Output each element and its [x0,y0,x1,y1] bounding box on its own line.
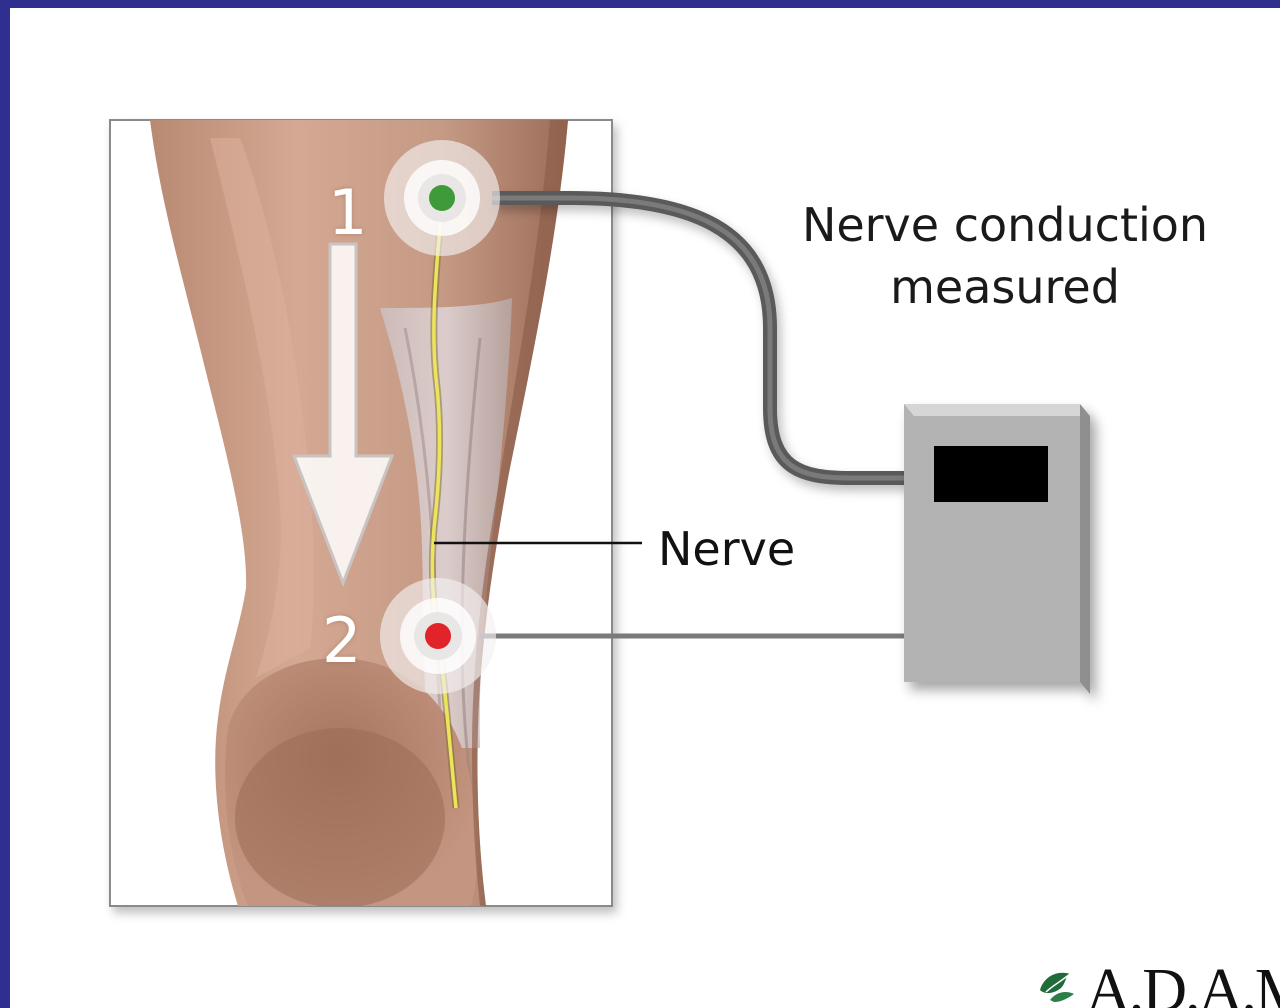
nerve-label: Nerve [658,520,795,578]
device-screen [934,446,1048,502]
electrode-dot-green [429,185,455,211]
caption-line-1: Nerve conduction [795,196,1215,254]
nerve-conduction-illustration [10,8,1280,1008]
electrode-2 [380,578,496,694]
point-label-1: 1 [328,178,367,248]
caption-line-2: measured [795,258,1215,316]
adam-logo: A.D.A.M. [1038,956,1280,1008]
electrode-dot-red [425,623,451,649]
adam-logo-text: A.D.A.M. [1086,958,1280,1008]
point-label-2: 2 [322,606,361,676]
electrode-1 [384,140,500,256]
diagram-frame: Nerve conduction measured Nerve 1 2 A.D.… [10,8,1280,1008]
measuring-device [904,404,1090,694]
